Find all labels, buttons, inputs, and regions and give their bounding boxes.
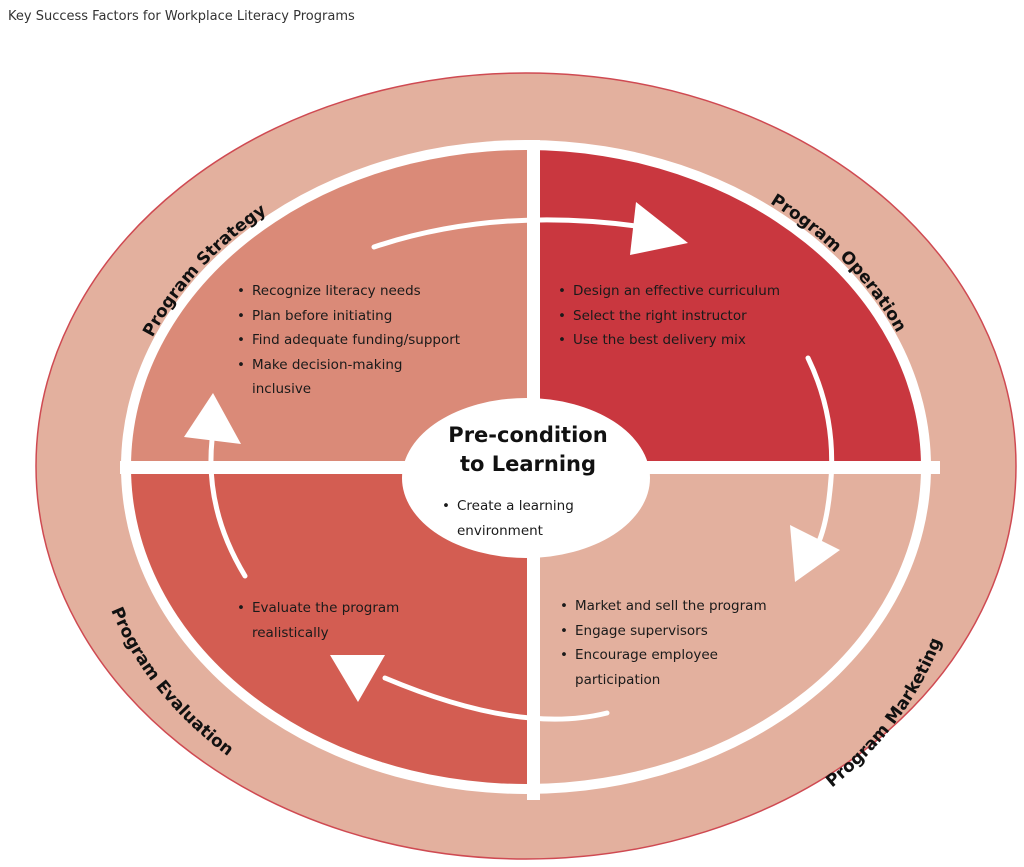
operation-bullet: Design an effective curriculum <box>558 279 780 304</box>
marketing-bullet: Engage supervisors <box>560 619 767 644</box>
center-title: Pre-condition to Learning <box>408 421 648 479</box>
center-bullet: Create a learning <box>442 494 632 519</box>
evaluation-bullet: Evaluate the program <box>237 596 399 621</box>
marketing-bullets: Market and sell the program Engage super… <box>560 594 767 692</box>
marketing-bullet: Market and sell the program <box>560 594 767 619</box>
arrow-marketing-to-evaluation <box>382 675 610 722</box>
center-title-line1: Pre-condition <box>448 423 608 447</box>
arrow-operation-to-marketing <box>805 355 835 553</box>
marketing-bullet: Encourage employee <box>560 643 767 668</box>
arrowhead-left <box>330 655 385 702</box>
arrowhead-right <box>630 202 688 255</box>
evaluation-bullet-continuation: realistically <box>252 624 329 641</box>
strategy-bullet-continuation: inclusive <box>252 381 312 397</box>
center-bullet-continuation: environment <box>457 522 543 539</box>
center-bullets: Create a learning environment <box>442 494 632 543</box>
arrowhead-up <box>184 393 241 444</box>
page-title: Key Success Factors for Workplace Litera… <box>8 9 355 24</box>
marketing-bullet-continuation: participation <box>575 671 661 688</box>
strategy-bullet: Recognize literacy needs <box>237 279 460 304</box>
arrowhead-down <box>790 525 840 582</box>
strategy-bullet: Find adequate funding/support <box>237 328 460 353</box>
strategy-bullet: Make decision-making <box>237 353 460 378</box>
evaluation-bullets: Evaluate the program realistically <box>237 596 399 645</box>
operation-bullet: Select the right instructor <box>558 304 780 329</box>
center-title-line2: to Learning <box>459 452 597 476</box>
operation-bullets: Design an effective curriculum Select th… <box>558 279 780 353</box>
operation-bullet: Use the best delivery mix <box>558 328 780 353</box>
cycle-arrows <box>208 217 835 722</box>
arrow-evaluation-to-strategy <box>208 437 248 579</box>
strategy-bullet: Plan before initiating <box>237 304 460 329</box>
arrow-strategy-to-operation <box>371 217 653 250</box>
strategy-bullets: Recognize literacy needs Plan before ini… <box>237 279 460 402</box>
